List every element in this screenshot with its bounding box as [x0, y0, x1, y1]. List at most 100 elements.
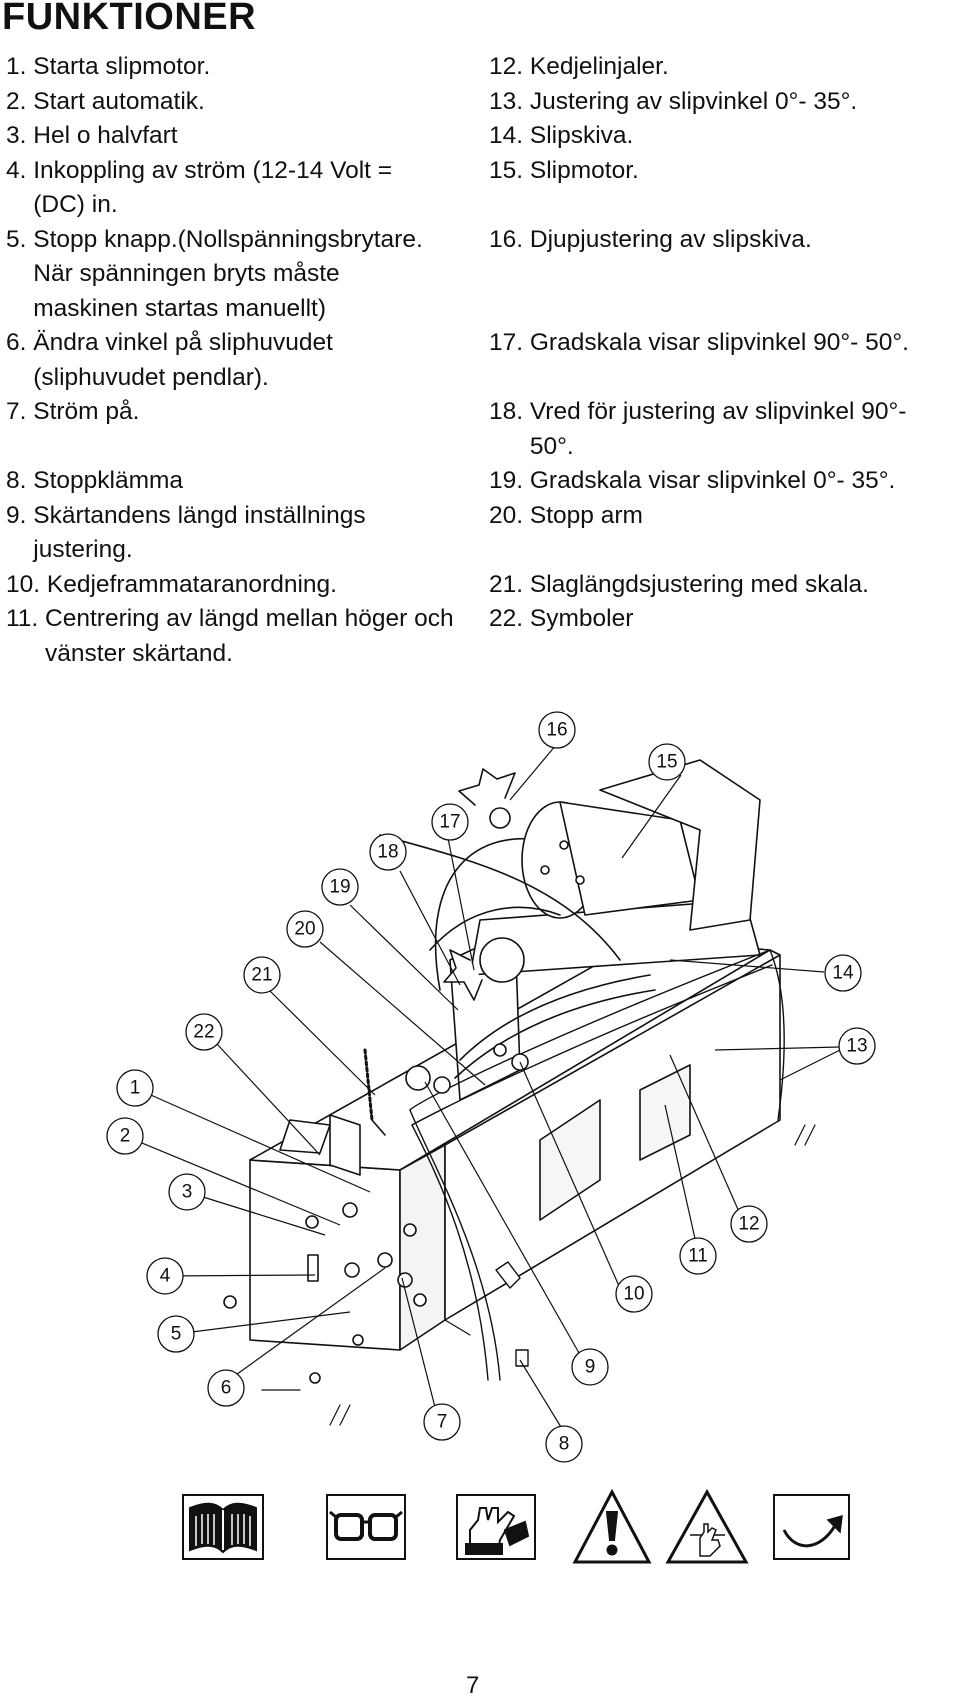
- svg-text:3: 3: [182, 1182, 193, 1203]
- callout-12: 12: [730, 1205, 768, 1243]
- protective-gloves-icon: [456, 1494, 536, 1560]
- list-item: 2. Start automatik.: [6, 85, 476, 120]
- svg-text:16: 16: [546, 720, 567, 741]
- item-number: 16.: [489, 225, 530, 253]
- item-number: 14.: [489, 122, 530, 149]
- list-item: 20. Stopp arm: [489, 499, 959, 534]
- item-number: 15.: [489, 156, 530, 184]
- callout-19: 19: [321, 868, 359, 906]
- callout-1: 1: [116, 1069, 154, 1107]
- warning-icon: [572, 1488, 652, 1564]
- item-number: 17.: [489, 329, 530, 356]
- list-item: 3. Hel o halvfart: [6, 119, 476, 154]
- item-number: 5.: [6, 225, 34, 253]
- saw-chain: [409, 949, 785, 1381]
- list-item: 1. Starta slipmotor.: [6, 50, 476, 85]
- grinding-head: [379, 759, 761, 1001]
- svg-text:19: 19: [329, 877, 350, 898]
- degree-scale: [454, 974, 656, 1079]
- safety-glasses-icon: [326, 1494, 406, 1560]
- item-text: Vred för justering av slipvinkel 90°- 50…: [529, 398, 907, 460]
- list-item: 8. Stoppklämma: [6, 464, 476, 499]
- svg-text:7: 7: [437, 1412, 448, 1433]
- callout-15: 15: [648, 743, 686, 781]
- list-item: 17. Gradskala visar slipvinkel 90°- 50°.: [489, 326, 959, 361]
- read-manual-icon: [182, 1494, 264, 1560]
- list-item: 19. Gradskala visar slipvinkel 0°- 35°.: [489, 464, 959, 499]
- list-item: 16. Djupjustering av slipskiva.: [489, 223, 959, 258]
- item-text: Kedjelinjaler.: [529, 53, 669, 80]
- item-text: Inkoppling av ström (12-14 Volt =(DC) in…: [33, 156, 393, 219]
- callout-11: 11: [679, 1237, 717, 1275]
- callout-16: 16: [538, 711, 576, 749]
- list-item: 5. Stopp knapp.(Nollspänningsbrytare. Nä…: [6, 223, 476, 327]
- list-item: 4. Inkoppling av ström (12-14 Volt =(DC)…: [6, 154, 426, 223]
- callout-4: 4: [146, 1257, 184, 1295]
- svg-text:18: 18: [377, 842, 398, 863]
- item-number: 7.: [6, 398, 34, 425]
- item-number: 3.: [6, 122, 34, 149]
- callout-17: 17: [431, 803, 469, 841]
- svg-text:6: 6: [221, 1378, 232, 1399]
- callout-21: 21: [243, 956, 281, 994]
- callouts: 1 2 3 4 5 6 7 8 9 10 11 12 13 14 15 16 1…: [106, 711, 876, 1463]
- item-number: 11.: [6, 605, 46, 632]
- callout-5: 5: [157, 1315, 195, 1353]
- page-title: FUNKTIONER: [2, 0, 257, 38]
- item-text: Centrering av längd mellan höger och vän…: [45, 605, 454, 667]
- list-item: 12. Kedjelinjaler.: [489, 50, 959, 85]
- callout-3: 3: [168, 1173, 206, 1211]
- svg-text:2: 2: [120, 1126, 131, 1147]
- item-number: 20.: [489, 501, 530, 529]
- item-text: Stopp knapp.(Nollspänningsbrytare. När s…: [33, 225, 423, 322]
- svg-text:14: 14: [832, 963, 854, 984]
- item-number: 21.: [489, 570, 530, 598]
- list-item: 18. Vred för justering av slipvinkel 90°…: [489, 395, 959, 464]
- item-text: Stopp arm: [529, 501, 643, 529]
- item-text: Hel o halvfart: [33, 122, 178, 149]
- svg-text:17: 17: [439, 812, 460, 833]
- list-item: 14. Slipskiva.: [489, 119, 959, 154]
- machine-body: [249, 929, 781, 1351]
- item-number: 10.: [6, 570, 47, 598]
- item-number: 19.: [489, 467, 530, 494]
- callout-10: 10: [615, 1275, 653, 1313]
- callout-20: 20: [286, 910, 324, 948]
- svg-text:4: 4: [160, 1266, 171, 1287]
- item-text: Djupjustering av slipskiva.: [529, 225, 812, 253]
- callout-2: 2: [106, 1117, 144, 1155]
- item-text: Gradskala visar slipvinkel 90°- 50°.: [529, 329, 909, 356]
- item-text: Ström på.: [33, 398, 140, 425]
- floor-marks: [261, 1049, 841, 1426]
- item-text: Ändra vinkel på sliphuvudet (sliphuvudet…: [33, 329, 333, 391]
- svg-text:12: 12: [738, 1214, 759, 1235]
- item-number: 22.: [489, 605, 530, 632]
- control-knobs: [223, 1202, 427, 1384]
- item-text: Starta slipmotor.: [33, 53, 211, 80]
- svg-text:8: 8: [559, 1434, 570, 1455]
- list-item: 22. Symboler: [489, 602, 959, 637]
- spring: [363, 1048, 386, 1136]
- callout-14: 14: [824, 954, 862, 992]
- svg-text:20: 20: [294, 919, 315, 940]
- page-number: 7: [466, 1672, 480, 1699]
- item-text: Skärtandens längd inställnings justering…: [33, 501, 366, 564]
- list-item: 6. Ändra vinkel på sliphuvudet (sliphuvu…: [6, 326, 476, 395]
- callout-13: 13: [838, 1027, 876, 1065]
- svg-text:1: 1: [130, 1078, 141, 1099]
- hand-hazard-icon: [665, 1488, 749, 1564]
- item-text: Start automatik.: [33, 87, 205, 115]
- item-number: 8.: [6, 467, 34, 494]
- rotation-direction-icon: [773, 1494, 850, 1560]
- functions-list-left: 1. Starta slipmotor. 2. Start automatik.…: [6, 50, 476, 671]
- callout-8: 8: [545, 1425, 583, 1463]
- item-text: Kedjeframmataranordning.: [46, 570, 337, 598]
- svg-text:21: 21: [251, 965, 272, 986]
- item-number: 1.: [6, 53, 34, 80]
- item-text: Symboler: [529, 605, 634, 632]
- item-text: Stoppklämma: [33, 467, 184, 494]
- list-item: 11. Centrering av längd mellan höger och…: [6, 602, 476, 671]
- list-item: 21. Slaglängdsjustering med skala.: [489, 568, 959, 603]
- item-number: 4.: [6, 156, 34, 184]
- svg-text:13: 13: [846, 1036, 867, 1057]
